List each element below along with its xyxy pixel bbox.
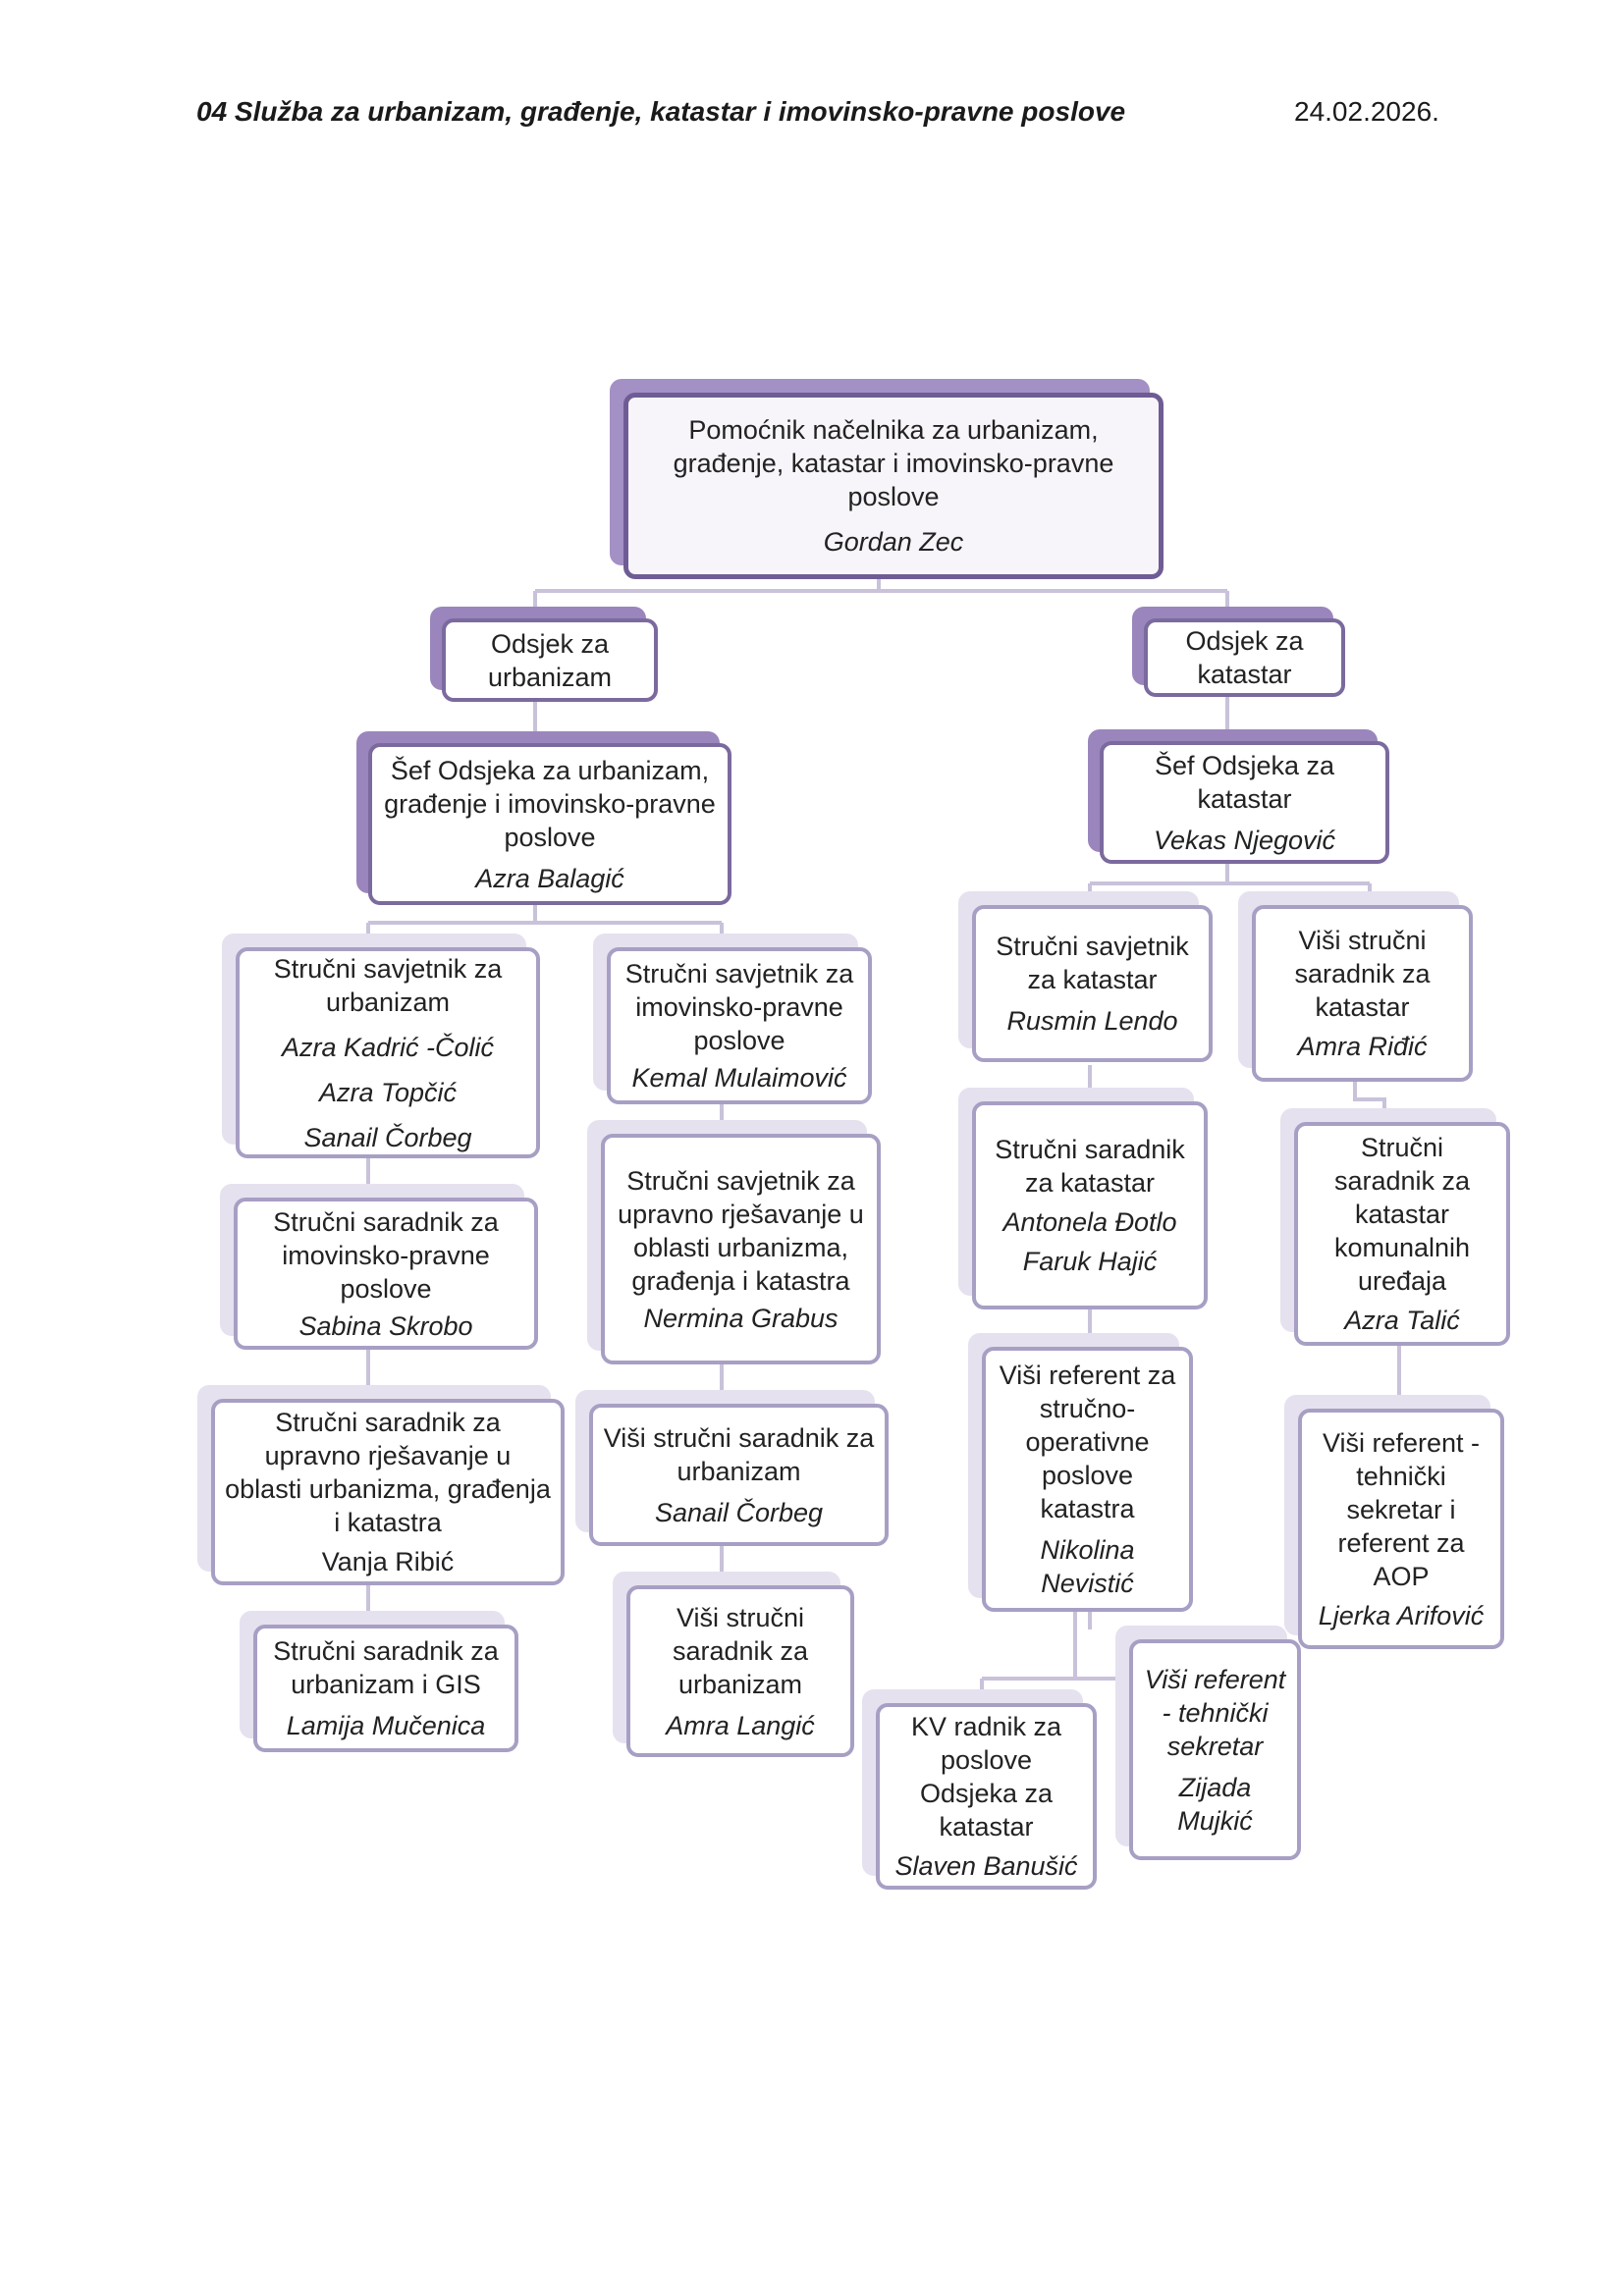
position-title: Viši stručni saradnik za katastar	[1294, 926, 1431, 1022]
position-title: Stručni saradnik za imovinsko-pravne pos…	[273, 1206, 499, 1304]
document-date: 24.02.2026.	[1294, 96, 1439, 127]
position-box-k1: Stručni savjetnik za katastar Rusmin Len…	[972, 905, 1213, 1062]
position-box-u2: Stručni saradnik za imovinsko-pravne pos…	[234, 1198, 538, 1350]
chief-katastar-title: Šef Odsjeka za katastar	[1154, 750, 1335, 814]
employee-name: Sabina Skrobo	[298, 1310, 473, 1341]
employee-name: Nermina Grabus	[643, 1303, 839, 1333]
employee-name: Zijada Mujkić	[1177, 1772, 1253, 1836]
position-title: Stručni saradnik za katastar	[995, 1135, 1185, 1198]
document-title: 04 Služba za urbanizam, građenje, katast…	[196, 96, 1126, 127]
chief-urbanizam-box: Šef Odsjeka za urbanizam, građenje i imo…	[368, 743, 731, 905]
position-box-v3: Viši stručni saradnik za urbanizam Sanai…	[589, 1404, 889, 1546]
position-box-v1: Stručni savjetnik za imovinsko-pravne po…	[607, 947, 872, 1104]
employee-name: Antonela Đotlo	[1002, 1207, 1177, 1237]
employee-name: Kemal Mulaimović	[631, 1063, 847, 1093]
position-title: Viši referent - tehnički sekretar i refe…	[1322, 1427, 1481, 1591]
position-box-v4: Viši stručni saradnik za urbanizam Amra …	[626, 1585, 854, 1757]
employee-name: Ljerka Arifović	[1318, 1600, 1485, 1630]
employee-name: Azra Topčić	[318, 1077, 458, 1107]
position-title: Stručni savjetnik za katastar	[996, 932, 1189, 994]
employee-name: Azra Talić	[1344, 1306, 1460, 1335]
position-box-m2: Stručni saradnik za katastar komunalnih …	[1294, 1122, 1510, 1346]
dept-katastar-box: Odsjek za katastar	[1144, 618, 1345, 697]
position-box-u1: Stručni savjetnik za urbanizam Azra Kadr…	[236, 947, 540, 1158]
position-title: Viši referent za stručno-operativne posl…	[999, 1361, 1176, 1523]
position-box-u3: Stručni saradnik za upravno rješavanje u…	[211, 1399, 565, 1585]
dept-urbanizam-title: Odsjek za urbanizam	[487, 628, 613, 692]
employee-name: Amra Riđić	[1297, 1032, 1428, 1061]
position-box-m1: Viši stručni saradnik za katastar Amra R…	[1252, 905, 1473, 1082]
head-box: Pomoćnik načelnika za urbanizam, građenj…	[623, 393, 1164, 579]
employee-name: Rusmin Lendo	[1006, 1006, 1178, 1036]
employee-name: Nikolina Nevistić	[1040, 1535, 1135, 1598]
position-title: Stručni saradnik za urbanizam i GIS	[273, 1636, 499, 1699]
position-box-k3: Viši referent za stručno-operativne posl…	[982, 1347, 1193, 1612]
position-title: Viši referent - tehnički sekretar	[1144, 1664, 1286, 1761]
employee-name: Azra Kadrić -Čolić	[281, 1032, 495, 1062]
position-box-v2: Stručni savjetnik za upravno rješavanje …	[601, 1134, 881, 1364]
head-name: Gordan Zec	[823, 527, 964, 557]
position-title: Stručni savjetnik za imovinsko-pravne po…	[624, 959, 854, 1055]
position-title: Stručni savjetnik za urbanizam	[273, 953, 503, 1017]
dept-urbanizam-box: Odsjek za urbanizam	[442, 618, 658, 702]
chief-urbanizam-name: Azra Balagić	[475, 863, 624, 893]
head-title: Pomoćnik načelnika za urbanizam, građenj…	[673, 415, 1114, 511]
chief-katastar-box: Šef Odsjeka za katastar Vekas Njegović	[1100, 741, 1389, 864]
dept-katastar-title: Odsjek za katastar	[1185, 626, 1304, 689]
position-title: Viši stručni saradnik za urbanizam	[672, 1602, 809, 1699]
position-title: KV radnik za poslove Odsjeka za katastar	[910, 1712, 1062, 1842]
position-box-u4: Stručni saradnik za urbanizam i GIS Lami…	[253, 1625, 518, 1752]
employee-name: Sanail Čorbeg	[654, 1497, 824, 1527]
position-title: Viši stručni saradnik za urbanizam	[603, 1422, 875, 1486]
employee-name: Lamija Mučenica	[286, 1711, 486, 1740]
employee-name: Vanja Ribić	[321, 1547, 455, 1576]
chief-urbanizam-title: Šef Odsjeka za urbanizam, građenje i imo…	[384, 755, 716, 852]
employee-name: Amra Langić	[666, 1710, 815, 1740]
position-title: Stručni savjetnik za upravno rješavanje …	[618, 1165, 864, 1296]
position-title: Stručni saradnik za katastar komunalnih …	[1333, 1133, 1471, 1296]
employee-name: Sanail Čorbeg	[303, 1122, 472, 1152]
employee-name: Faruk Hajić	[1022, 1247, 1158, 1276]
position-title: Stručni saradnik za upravno rješavanje u…	[225, 1408, 551, 1537]
chief-katastar-name: Vekas Njegović	[1153, 825, 1336, 855]
position-box-k5: Viši referent - tehnički sekretar Zijada…	[1129, 1639, 1301, 1860]
position-box-k2: Stručni saradnik za katastar Antonela Đo…	[972, 1101, 1208, 1309]
position-box-m3: Viši referent - tehnički sekretar i refe…	[1298, 1409, 1504, 1649]
position-box-k4: KV radnik za poslove Odsjeka za katastar…	[876, 1703, 1097, 1890]
employee-name: Slaven Banušić	[894, 1851, 1078, 1881]
